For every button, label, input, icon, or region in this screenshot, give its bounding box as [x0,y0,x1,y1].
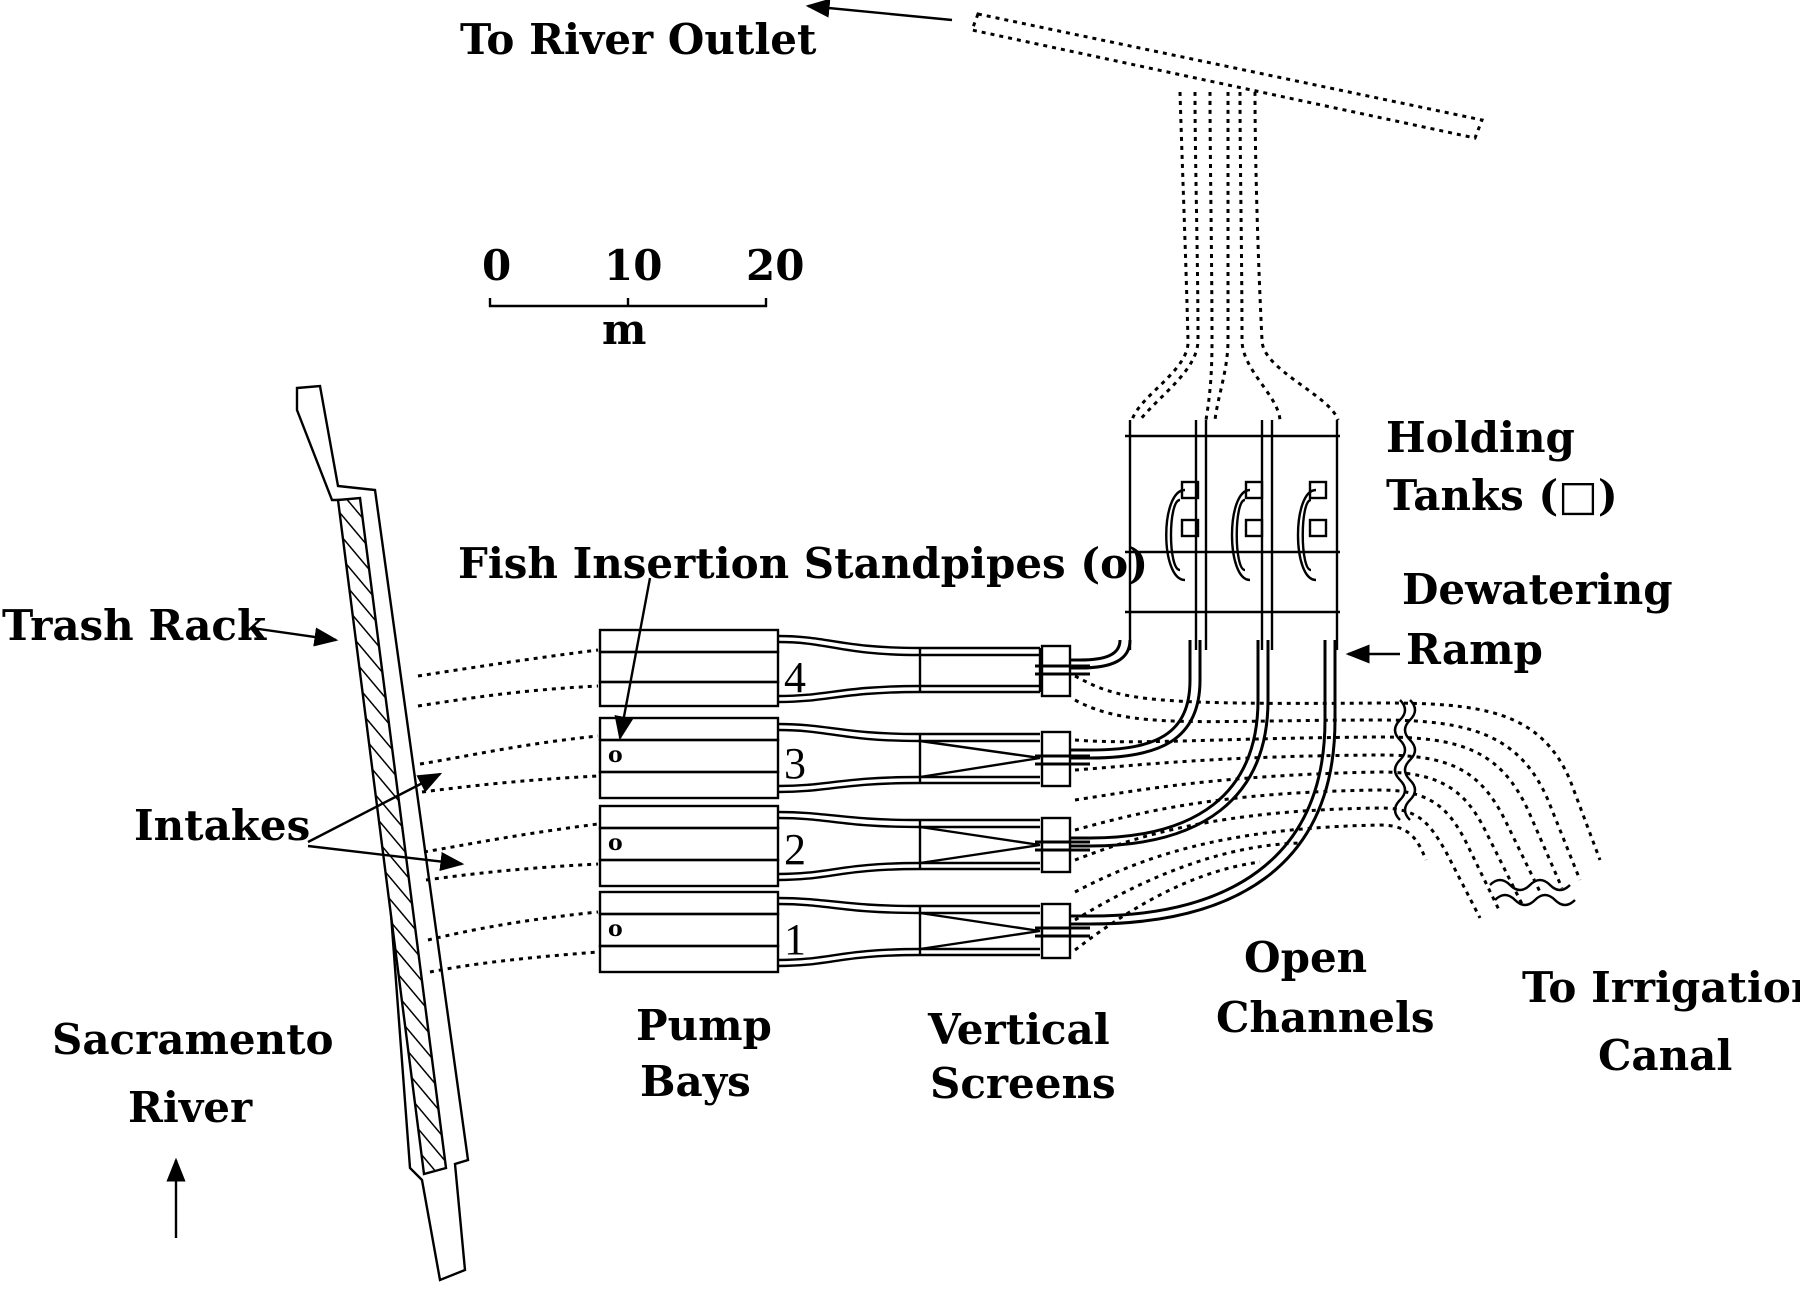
holding-tanks [1125,420,1340,650]
label-irrigation-line-2: Canal [1598,1031,1732,1080]
bay-number-2: 2 [784,825,806,874]
scale-label-0: 0 [482,241,511,290]
vertical-screens [777,634,1090,968]
bay-number-4: 4 [784,653,806,702]
bay-number-3: 3 [784,739,806,788]
label-open-line-1: Open [1244,933,1367,982]
label-screens-line-2: Screens [930,1059,1116,1108]
label-intakes: Intakes [134,801,310,850]
label-pump-line-2: Bays [640,1057,751,1106]
trash-rack [295,384,470,1282]
standpipe-mark-bay-2: o [608,830,623,856]
scale-label-20: 20 [746,241,804,290]
arrows [166,0,1400,1238]
label-sacramento-line-1: Sacramento [52,1015,334,1064]
scale-unit-label: m [602,305,646,354]
irrigation-flow-lines [1074,674,1602,952]
label-irrigation-line-1: To Irrigation [1522,963,1800,1012]
pump-bays [598,628,780,974]
standpipe-mark-bay-1: o [608,916,623,942]
label-open-line-2: Channels [1216,993,1435,1042]
label-screens-line-1: Vertical [927,1005,1110,1054]
standpipe-mark-bay-3: o [608,742,623,768]
label-standpipes: Fish Insertion Standpipes (o) [458,539,1148,588]
scale-label-10: 10 [604,241,662,290]
label-holding-line-1: Holding [1386,413,1575,462]
scale-bar [488,298,768,308]
label-trash-rack: Trash Rack [2,601,267,650]
label-holding-line-2: Tanks (□) [1386,471,1618,520]
intake-flow-lines [417,648,599,974]
bay-number-1: 1 [784,915,806,964]
label-dewatering-line-2: Ramp [1406,625,1543,674]
river-outlet-pipe [969,12,1485,421]
label-river-outlet: To River Outlet [460,15,817,64]
label-sacramento-line-2: River [128,1083,253,1132]
label-dewatering-line-1: Dewatering [1402,565,1673,614]
label-pump-line-1: Pump [636,1001,772,1050]
